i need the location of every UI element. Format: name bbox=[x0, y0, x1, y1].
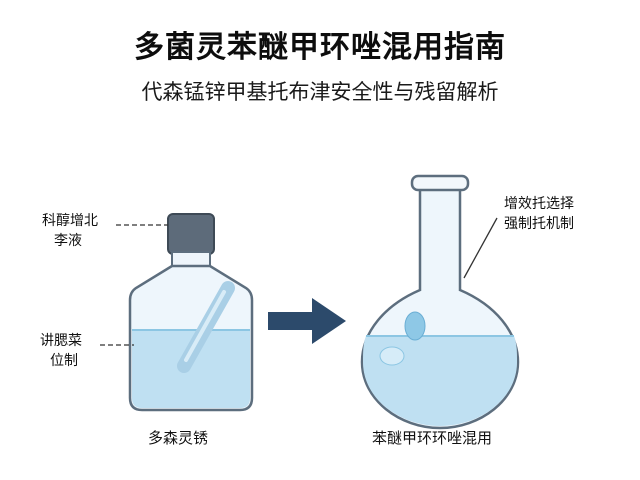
stir-rod-highlight bbox=[184, 290, 226, 362]
right-arrow-icon bbox=[268, 298, 346, 344]
left-bottle bbox=[128, 213, 254, 412]
left-caption: 多森灵锈 bbox=[148, 429, 209, 447]
left-callout-mid-line2: 位制 bbox=[50, 353, 78, 369]
right-caption: 苯醚甲环环唑混用 bbox=[372, 429, 493, 447]
bottle-neck bbox=[171, 251, 211, 267]
left-callout-mid: 讲腮菜 位制 bbox=[40, 331, 82, 371]
left-callout-top: 科醇增北 李液 bbox=[42, 211, 98, 251]
page-title: 多菌灵苯醚甲环唑混用指南 bbox=[134, 30, 506, 65]
flask-bubble bbox=[404, 311, 426, 341]
left-callout-top-line1: 科醇增北 bbox=[42, 213, 98, 229]
bottle-cap bbox=[167, 213, 215, 255]
right-flask bbox=[360, 174, 520, 430]
right-callout-line1: 增效托选择 bbox=[504, 196, 574, 212]
callout-line-right bbox=[463, 217, 498, 279]
flask-bubble-small bbox=[379, 346, 405, 366]
left-callout-top-line2: 李液 bbox=[54, 233, 82, 249]
right-callout-line2: 强制托机制 bbox=[504, 216, 574, 232]
left-callout-mid-line1: 讲腮菜 bbox=[40, 333, 82, 349]
bottle-liquid bbox=[132, 330, 250, 408]
right-callout: 增效托选择 强制托机制 bbox=[504, 194, 574, 234]
flask-lip bbox=[410, 174, 470, 192]
page-subtitle: 代森锰锌甲基托布津安全性与残留解析 bbox=[141, 80, 499, 104]
